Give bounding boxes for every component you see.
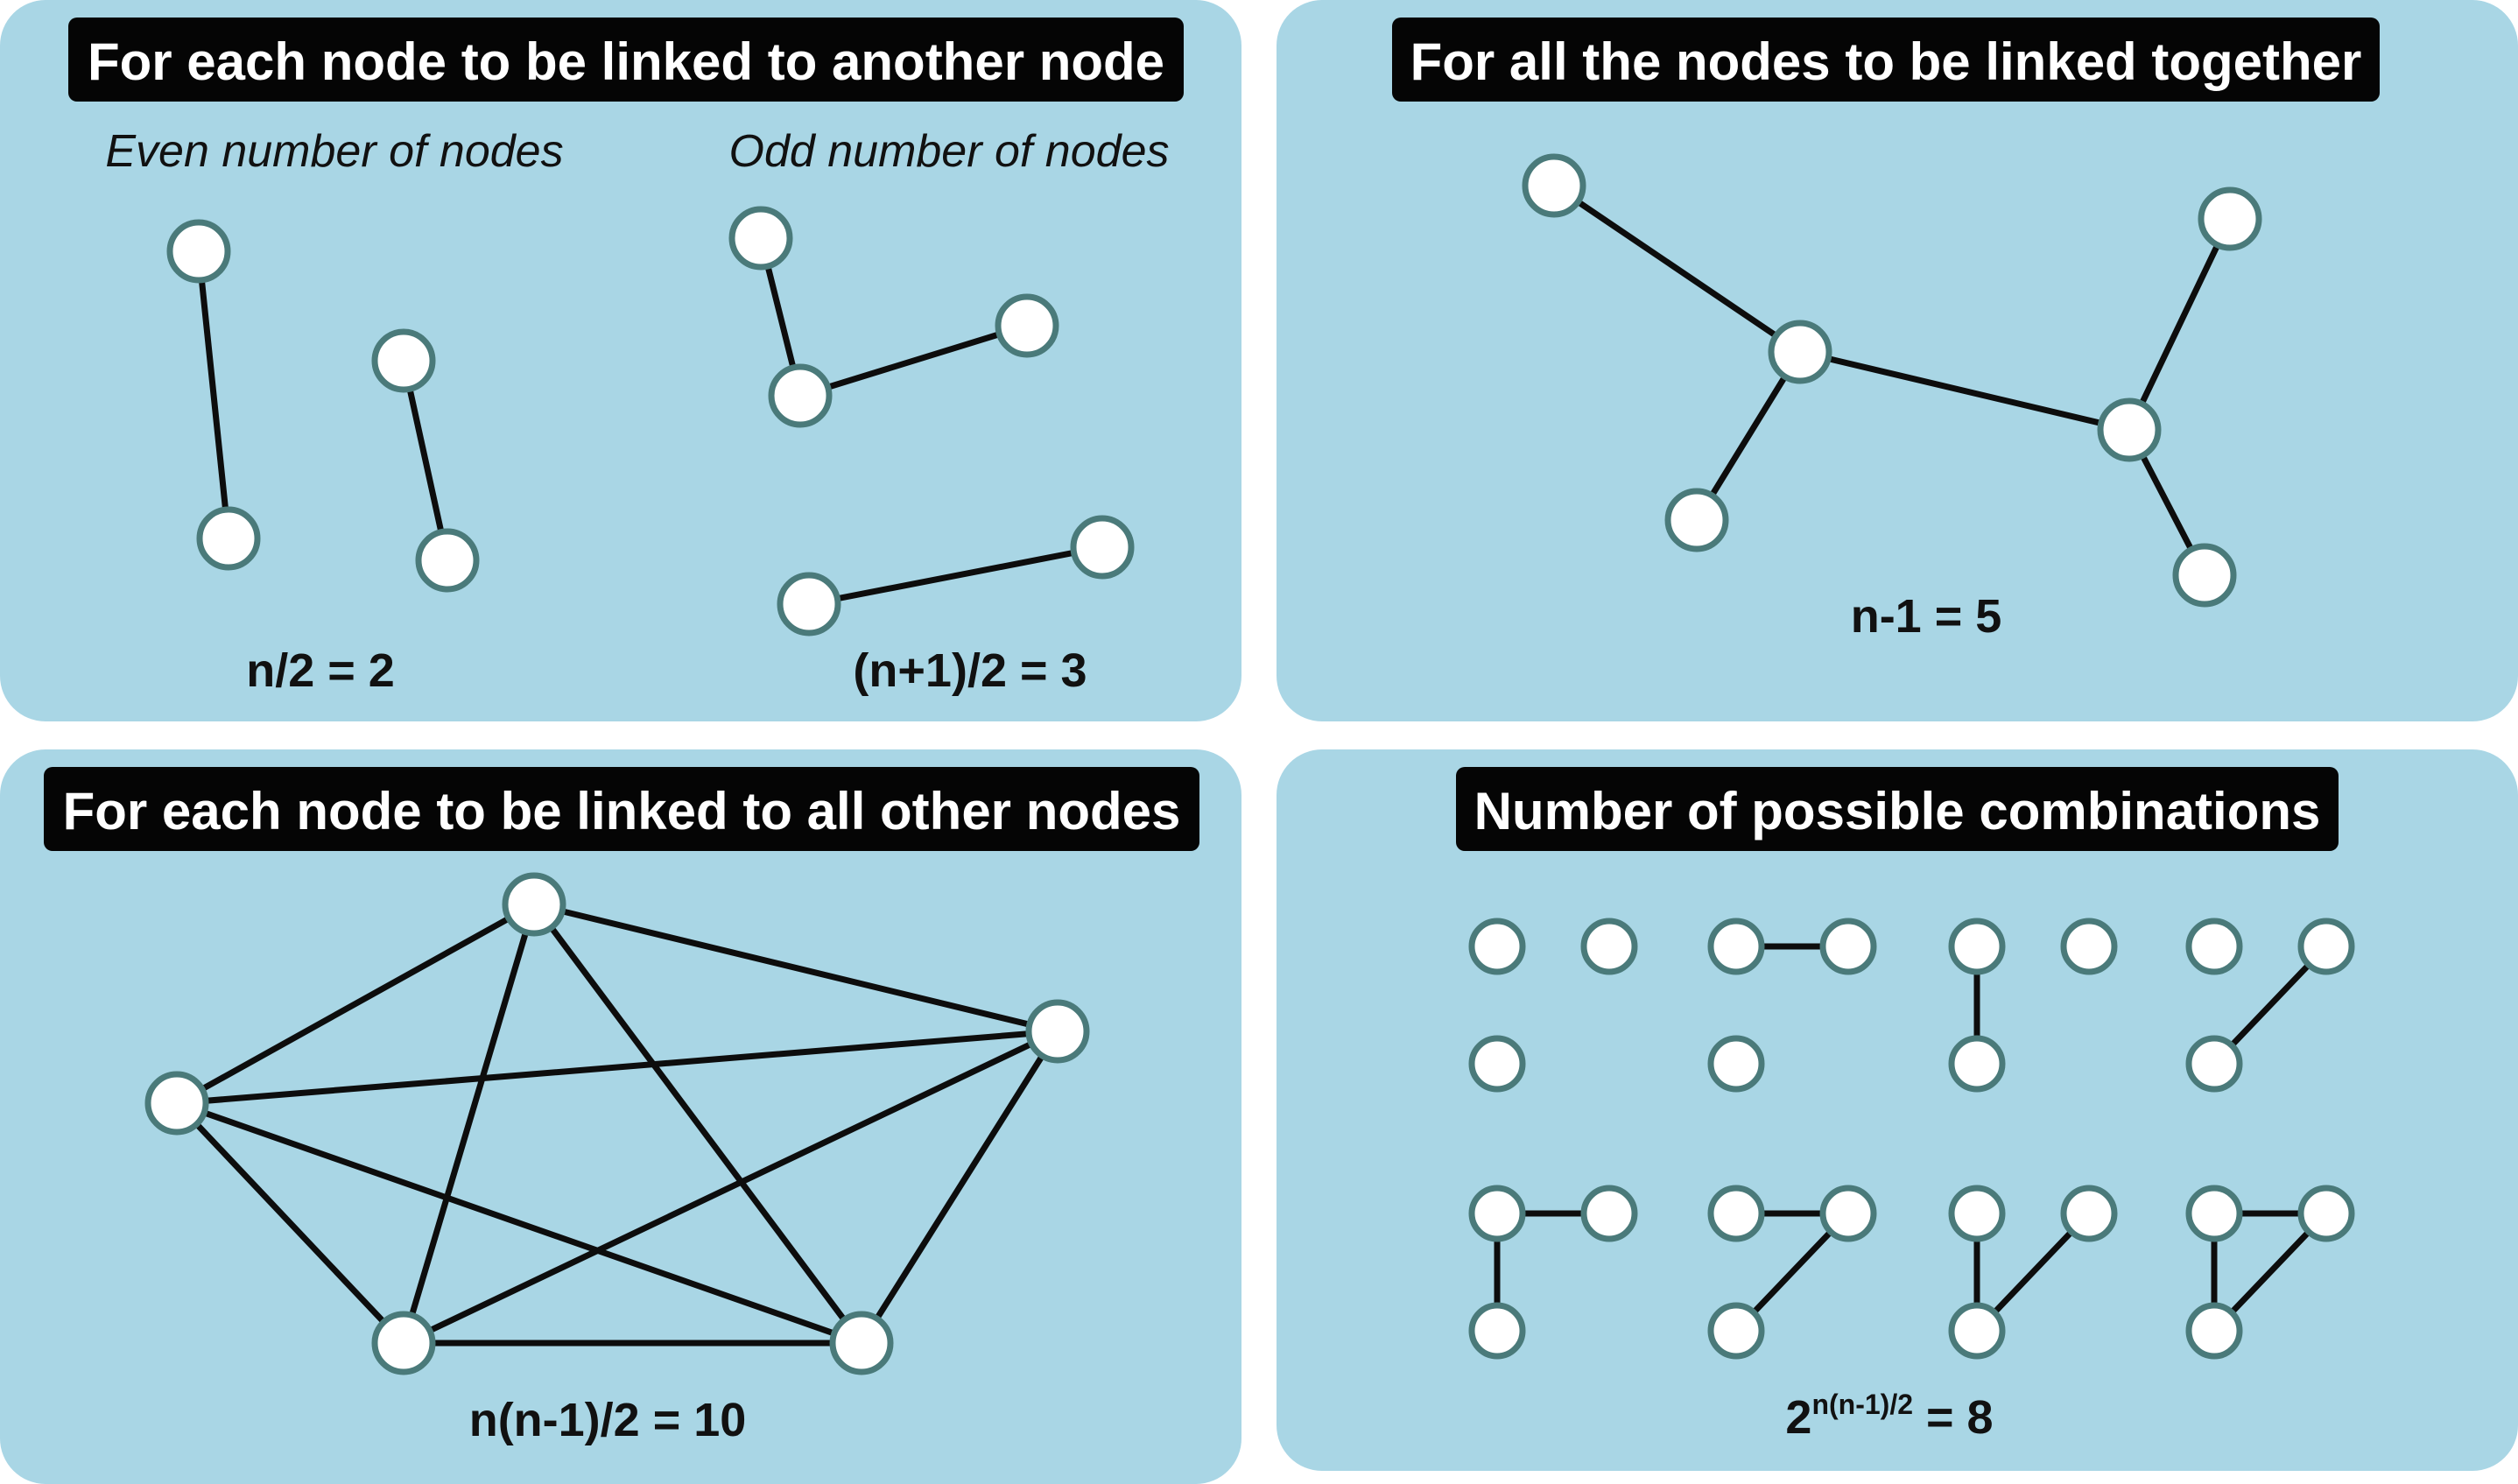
- node: [2185, 1035, 2243, 1093]
- edge: [805, 544, 1106, 608]
- edge: [173, 1028, 1061, 1107]
- edge: [858, 1028, 1061, 1347]
- node: [1707, 1035, 1765, 1093]
- node: [768, 363, 833, 428]
- node: [2060, 1185, 2118, 1242]
- complete-formula: n(n-1)/2 = 10: [469, 1394, 747, 1446]
- node: [1948, 1185, 2006, 1242]
- edge: [1797, 348, 2133, 433]
- node: [166, 219, 231, 284]
- node: [1768, 320, 1832, 384]
- panel-tree: [1277, 0, 2518, 721]
- odd-nodes-label: Odd number of nodes: [729, 126, 1170, 177]
- complete-title-bar: [44, 767, 1199, 851]
- node: [1580, 918, 1638, 975]
- panel-combinations: [1277, 749, 2518, 1471]
- pairs-title-bar: [68, 18, 1184, 102]
- combinations-title-bar: [1456, 767, 2339, 851]
- node: [1070, 515, 1135, 580]
- edge: [1551, 182, 1804, 355]
- node: [2185, 1302, 2243, 1360]
- node: [502, 872, 566, 937]
- combinations-formula: 2n(n-1)/2 = 8: [1785, 1389, 1993, 1444]
- tree-title-bar: [1392, 18, 2380, 102]
- edge: [531, 901, 1061, 1035]
- node: [2185, 918, 2243, 975]
- formula-result: = 8: [1913, 1391, 1994, 1444]
- pairs-title: For each node to be linked to another no…: [88, 32, 1164, 91]
- node: [2097, 397, 2162, 462]
- node: [1522, 153, 1586, 218]
- edge: [173, 1100, 407, 1347]
- node: [1468, 1302, 1526, 1360]
- node: [1025, 999, 1090, 1064]
- panel-pairs: [0, 0, 1241, 721]
- node: [1707, 918, 1765, 975]
- node: [1819, 918, 1877, 975]
- combinations-title: Number of possible combinations: [1474, 782, 2321, 840]
- node: [1468, 1035, 1526, 1093]
- node: [2297, 1185, 2355, 1242]
- edge: [400, 1028, 1061, 1347]
- odd-formula: (n+1)/2 = 3: [853, 644, 1087, 697]
- node: [1707, 1185, 1765, 1242]
- node: [829, 1311, 894, 1375]
- node: [1707, 1302, 1765, 1360]
- node: [1948, 1035, 2006, 1093]
- node: [995, 293, 1059, 358]
- node: [415, 528, 480, 593]
- node: [371, 328, 436, 393]
- node: [1819, 1185, 1877, 1242]
- node: [2172, 543, 2237, 608]
- node: [2198, 186, 2262, 251]
- tree-formula: n-1 = 5: [1851, 590, 2002, 643]
- formula-base: 2: [1785, 1391, 1811, 1444]
- edge: [400, 357, 451, 564]
- node: [2297, 918, 2355, 975]
- node: [1948, 918, 2006, 975]
- edge: [173, 1100, 865, 1347]
- node: [2185, 1185, 2243, 1242]
- node: [144, 1071, 209, 1136]
- even-formula: n/2 = 2: [246, 644, 395, 697]
- node: [1948, 1302, 2006, 1360]
- node: [196, 506, 261, 571]
- edge: [531, 901, 865, 1347]
- panel-complete: [0, 749, 1241, 1484]
- even-nodes-label: Even number of nodes: [105, 126, 563, 177]
- edge: [173, 901, 538, 1107]
- edge: [400, 901, 538, 1347]
- edge: [797, 322, 1030, 399]
- node: [1468, 918, 1526, 975]
- edge: [2126, 215, 2233, 433]
- edge: [195, 248, 232, 542]
- node: [1664, 488, 1729, 552]
- formula-exponent: n(n-1)/2: [1811, 1389, 1913, 1420]
- node: [728, 206, 793, 271]
- tree-title: For all the nodes to be linked together: [1410, 32, 2362, 91]
- edge: [1693, 348, 1804, 524]
- node: [777, 572, 841, 637]
- node: [371, 1311, 436, 1375]
- node: [1580, 1185, 1638, 1242]
- node: [1468, 1185, 1526, 1242]
- node: [2060, 918, 2118, 975]
- complete-title: For each node to be linked to all other …: [63, 782, 1181, 840]
